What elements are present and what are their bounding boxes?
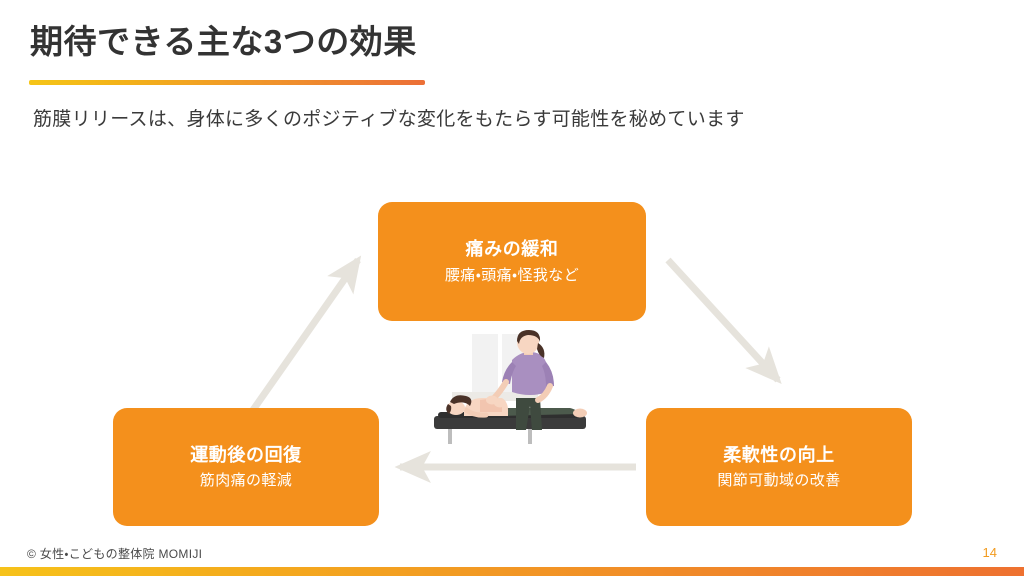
effect-card-recovery[interactable]: 運動後の回復 筋肉痛の軽減	[113, 408, 379, 526]
effect-card-subtext: 関節可動域の改善	[717, 472, 841, 490]
therapist-treating-patient-illustration	[434, 330, 587, 444]
page-number: 14	[982, 545, 997, 560]
title-underline-accent	[29, 80, 425, 85]
diagram-arrow-layer	[243, 255, 782, 484]
footer-copyright: © 女性・こどもの整体院 MOMIJI	[27, 547, 203, 561]
effect-card-subtext: 腰痛・頭痛・怪我など	[444, 266, 580, 284]
footer-accent-bar	[0, 567, 1024, 576]
effect-card-pain-relief[interactable]: 痛みの緩和 腰痛・頭痛・怪我など	[378, 202, 646, 321]
effect-card-heading: 柔軟性の向上	[723, 444, 835, 465]
page-title: 期待できる主な3つの効果	[30, 23, 417, 60]
arrow-recovery-to-pain-relief	[243, 255, 362, 423]
effects-cycle-diagram: 痛みの緩和 腰痛・頭痛・怪我など 柔軟性の向上 関節可動域の改善 運動後の回復 …	[0, 160, 1024, 540]
effect-card-subtext: 筋肉痛の軽減	[199, 472, 293, 490]
effect-card-heading: 運動後の回復	[190, 444, 302, 465]
page-subtitle: 筋膜リリースは、身体に多くのポジティブな変化をもたらす可能性を秘めています	[33, 109, 745, 130]
effect-card-heading: 痛みの緩和	[465, 239, 559, 260]
effect-card-flexibility[interactable]: 柔軟性の向上 関節可動域の改善	[646, 408, 912, 526]
arrow-pain-relief-to-flexibility	[665, 257, 782, 385]
